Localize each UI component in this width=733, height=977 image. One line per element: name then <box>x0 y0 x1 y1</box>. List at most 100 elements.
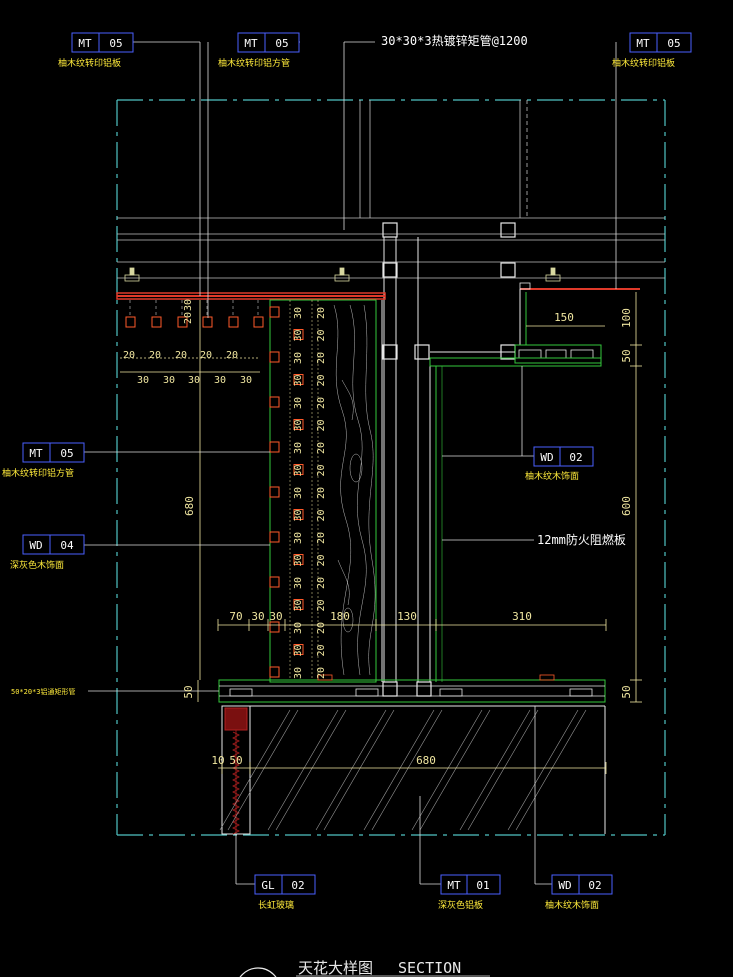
tag-code: MT <box>244 37 258 50</box>
tag-mt01: MT 01 深灰色铝板 <box>438 874 501 911</box>
dim-tube-20: 20 <box>316 487 327 499</box>
dim-tube-20: 20 <box>316 509 327 521</box>
dim-top-20: 20 <box>226 350 238 361</box>
tag-mt05-2: MT 05 柚木纹转印铝方管 <box>218 32 300 69</box>
tag-num: 02 <box>291 879 304 892</box>
dim-tube-20: 20 <box>316 622 327 634</box>
alu-tube <box>269 486 280 498</box>
tag-mt05-4: MT 05 柚木纹转印铝方管 <box>2 442 85 479</box>
dim-right-top-width: 150 <box>554 311 574 324</box>
alu-tube <box>293 329 304 340</box>
tag-label: 柚木纹木饰面 <box>525 470 579 482</box>
dim-tube-30: 30 <box>293 577 304 589</box>
alu-tube <box>293 644 304 655</box>
alu-tube <box>269 666 280 678</box>
bottom-band <box>218 674 606 703</box>
tag-label: 柚木纹木饰面 <box>545 899 599 911</box>
dimension-texts: 680 600 100 50 50 50 150 70 30 30 180 13… <box>182 308 633 767</box>
note-fire-board: 12mm防火阻燃板 <box>537 532 626 547</box>
glass-hatch-line <box>371 709 443 831</box>
dim-tube-30: 30 <box>293 419 304 431</box>
left-alu-tubes <box>125 316 264 328</box>
alu-tube <box>293 599 304 610</box>
dim-right-height: 600 <box>620 496 633 516</box>
glass-hatch-line <box>315 709 387 831</box>
dim-tube-30: 30 <box>293 442 304 454</box>
alu-tube <box>269 306 280 318</box>
glass-hatch-line <box>219 709 291 831</box>
alu-tube <box>269 396 280 408</box>
dim-top-30: 30 <box>214 375 226 386</box>
alu-tube <box>293 419 304 430</box>
leader-lines <box>84 41 617 885</box>
left-steel-plate <box>116 292 386 300</box>
dim-tube-30: 30 <box>293 644 304 656</box>
dim-top-small: 30 <box>183 299 194 311</box>
dim-bottom-50: 50 <box>229 754 242 767</box>
dim-tube-30: 30 <box>293 374 304 386</box>
dim-row-310: 310 <box>512 610 532 623</box>
tag-mt05-1: MT 05 柚木纹转印铝板 <box>58 32 134 69</box>
tag-wd02-2: WD 02 柚木纹木饰面 <box>545 874 613 911</box>
tag-label: 深灰色铝板 <box>438 899 483 911</box>
dim-top-30: 30 <box>188 375 200 386</box>
dim-tube-20: 20 <box>316 554 327 566</box>
note-steel-pipe: 30*30*3热镀锌矩管@1200 <box>381 33 528 48</box>
dim-tube-20: 20 <box>316 352 327 364</box>
alu-tube <box>269 531 280 543</box>
dim-tube-30: 30 <box>293 329 304 341</box>
tag-num: 05 <box>275 37 288 50</box>
alu-tube <box>269 351 280 363</box>
tag-label: 长虹玻璃 <box>258 899 294 911</box>
dim-row-70: 70 <box>229 610 242 623</box>
alu-tube <box>269 576 280 588</box>
dim-tube-20: 20 <box>316 397 327 409</box>
tag-num: 04 <box>60 539 74 552</box>
dim-row-180: 180 <box>330 610 350 623</box>
tag-num: 05 <box>667 37 680 50</box>
glass-hatch-line <box>227 709 299 831</box>
tag-num: 02 <box>569 451 582 464</box>
dim-top-30: 30 <box>240 375 252 386</box>
dim-tube-30: 30 <box>293 622 304 634</box>
dim-top-20: 20 <box>200 350 212 361</box>
note-bottom-tube: 50*20*3铝通矩形管 <box>11 687 76 696</box>
tag-code: MT <box>447 879 461 892</box>
dim-row-130: 130 <box>397 610 417 623</box>
glass-hatch-line <box>515 709 587 831</box>
dim-row-30a: 30 <box>251 610 264 623</box>
dim-top-20: 20 <box>149 350 161 361</box>
dim-top-20: 20 <box>175 350 187 361</box>
dim-tube-20: 20 <box>316 442 327 454</box>
dim-left-bottom-band: 50 <box>182 685 195 698</box>
tag-label: 柚木纹转印铝板 <box>612 57 675 69</box>
tag-num: 05 <box>109 37 122 50</box>
dim-tube-20: 20 <box>316 667 327 679</box>
dim-tube-20: 20 <box>316 599 327 611</box>
repeated-dimensions: 30 20 30 20 30 20 30 20 30 20 30 20 30 20 30 20 30 20 30 20… <box>123 299 327 679</box>
glass-hatch-line <box>323 709 395 831</box>
dim-tube-30: 30 <box>293 667 304 679</box>
outer-frame <box>116 99 666 836</box>
dim-left-height: 680 <box>183 496 196 516</box>
tag-code: WD <box>540 451 553 464</box>
dim-top-30: 30 <box>163 375 175 386</box>
dim-tube-30: 30 <box>293 307 304 319</box>
hanger-anchors <box>124 267 561 282</box>
right-upper-box <box>429 282 640 682</box>
title-en: SECTION <box>398 959 461 977</box>
left-tube-verticals <box>129 300 259 317</box>
dim-right-upper-band: 50 <box>620 349 633 362</box>
alu-tube <box>269 441 280 453</box>
dim-bottom-band: 50 <box>620 685 633 698</box>
tag-wd04: WD 04 深灰色木饰面 <box>10 534 85 571</box>
tag-label: 柚木纹转印铝方管 <box>218 57 290 69</box>
dim-tube-30: 30 <box>293 554 304 566</box>
dim-tube-20: 20 <box>316 644 327 656</box>
glass-hatch-line <box>275 709 347 831</box>
alu-tube <box>293 374 304 385</box>
glass-hatch-line <box>507 709 579 831</box>
dim-tube-30: 30 <box>293 509 304 521</box>
title-cn: 天花大样图 <box>298 959 373 977</box>
